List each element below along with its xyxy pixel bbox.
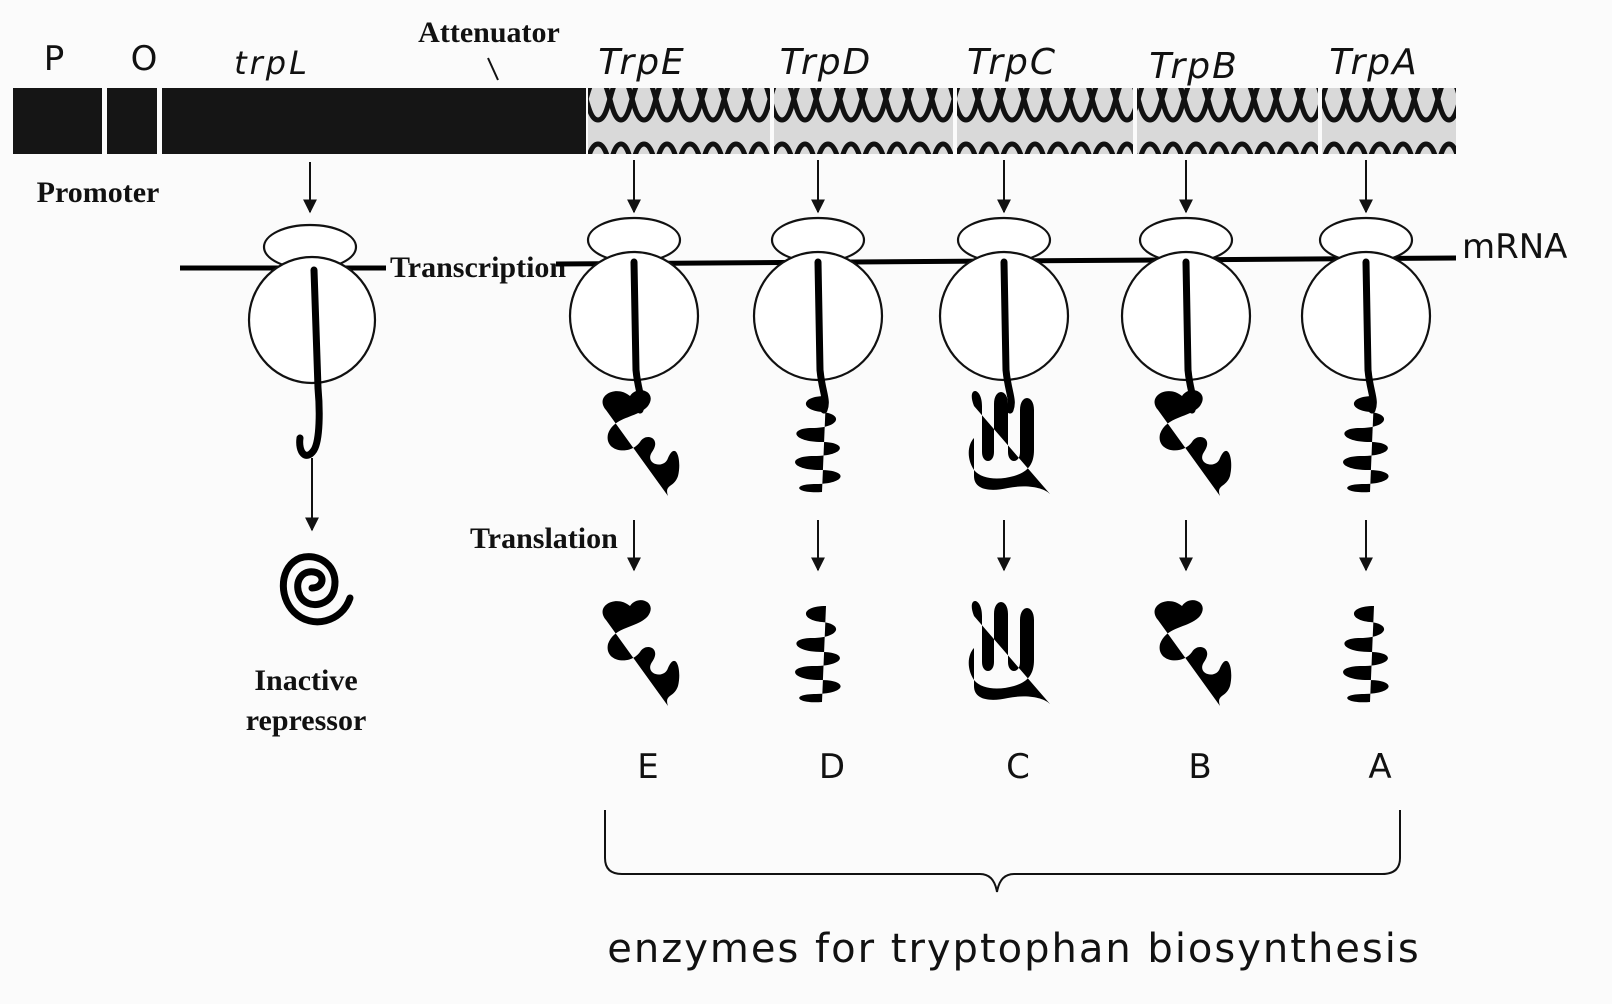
structural-genes-dna [588, 88, 1456, 154]
promoter-label: Promoter [37, 176, 160, 209]
leader-label: trpL [234, 44, 310, 82]
enzyme-trpc-protein [969, 601, 1050, 704]
promoter-segment [13, 88, 102, 154]
leader-translation: Inactive repressor [246, 162, 375, 737]
nascent-protein-fold [603, 390, 680, 496]
nascent-protein-fold [795, 396, 841, 492]
enzyme-trpa-protein [1343, 606, 1389, 702]
operator-segment [107, 88, 157, 154]
repressor-spiral [283, 557, 350, 622]
inactive-label-2: repressor [246, 704, 367, 737]
nascent-protein-fold [1343, 396, 1389, 492]
operator-short-label: O [131, 39, 158, 79]
gene-label-trpa: TrpA [1329, 42, 1418, 83]
transcription-label: Transcription [390, 251, 566, 284]
gene-label-trpb: TrpB [1149, 46, 1239, 87]
enzyme-label-trpd: D [819, 747, 845, 787]
enzyme-label-trpa: A [1368, 747, 1391, 787]
enzyme-label-trpc: C [1006, 747, 1030, 787]
nascent-protein-fold [1155, 390, 1232, 496]
enzyme-trpb-protein [1155, 600, 1232, 706]
enzymes-bracket [605, 810, 1400, 892]
mrna-label: mRNA [1462, 227, 1567, 267]
enzymes-caption: enzymes for tryptophan biosynthesis [607, 926, 1420, 972]
gene-label-trpc: TrpC [967, 42, 1057, 83]
translation-label: Translation [470, 522, 618, 555]
enzyme-trpd-protein [795, 606, 841, 702]
gene-label-trpe: TrpE [598, 42, 686, 83]
inactive-label-1: Inactive [254, 664, 357, 697]
gene-label-trpd: TrpD [780, 42, 873, 83]
attenuator-label: Attenuator [418, 16, 560, 49]
enzyme-label-trpb: B [1188, 747, 1211, 787]
promoter-short-label: P [44, 39, 65, 79]
gene-column-trpb: TrpB B [1122, 46, 1250, 787]
attenuator-pointer [488, 58, 498, 80]
enzyme-trpe-protein [603, 600, 680, 706]
enzyme-label-trpe: E [637, 747, 658, 787]
leader-attenuator-segment [162, 88, 586, 154]
